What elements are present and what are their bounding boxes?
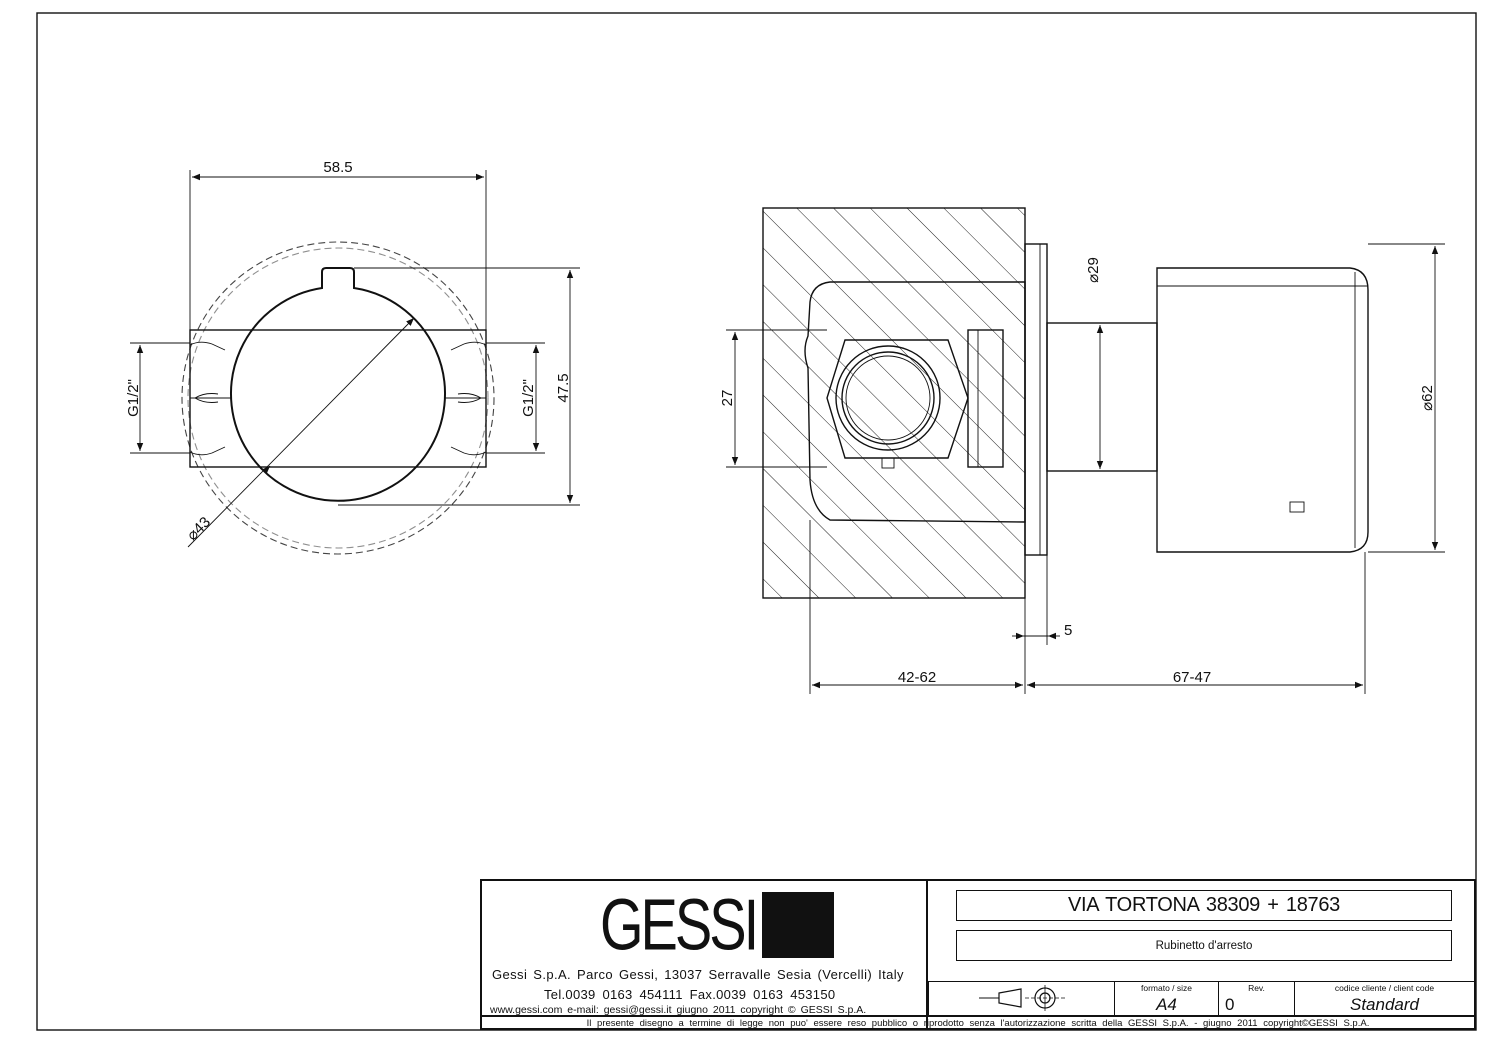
dim-height-right: 47.5 bbox=[555, 373, 572, 402]
format-label: formato / size bbox=[1140, 983, 1193, 993]
format-cell: formato / size A4 bbox=[1114, 982, 1218, 1017]
sheet-frame bbox=[36, 12, 1477, 1031]
front-view bbox=[130, 170, 580, 555]
dim-side-27: 27 bbox=[719, 390, 736, 407]
knob-outline bbox=[230, 267, 446, 502]
company-panel: GESSI Gessi S.p.A. Parco Gessi, 13037 Se… bbox=[482, 881, 928, 1028]
side-knob bbox=[1156, 267, 1369, 553]
dim-knob-diameter: ⌀43 bbox=[184, 514, 214, 544]
client-code-label: codice cliente / client code bbox=[1334, 983, 1435, 993]
dim-side-dia62: ⌀62 bbox=[1419, 385, 1436, 411]
product-description: Rubinetto d'arresto bbox=[956, 930, 1452, 961]
projection-symbol-icon bbox=[979, 985, 1065, 1011]
wall-cavity bbox=[804, 281, 1026, 523]
rev-cell: Rev. 0 bbox=[1218, 982, 1294, 1017]
rev-value: 0 bbox=[1225, 995, 1235, 1014]
format-value: A4 bbox=[1156, 995, 1177, 1014]
title-block: GESSI Gessi S.p.A. Parco Gessi, 13037 Se… bbox=[480, 879, 1476, 1030]
dim-thread-left: G1/2" bbox=[125, 379, 142, 417]
dim-side-42-62: 42-62 bbox=[898, 669, 936, 686]
dim-thread-right: G1/2" bbox=[520, 379, 537, 417]
client-code-cell: codice cliente / client code Standard bbox=[1294, 982, 1474, 1017]
logo-square bbox=[762, 892, 835, 958]
product-title: VIA TORTONA 38309 + 18763 bbox=[956, 890, 1452, 921]
logo-wordmark: GESSI bbox=[600, 883, 759, 966]
outer-plate-dashed-circle bbox=[181, 241, 495, 555]
title-grid: formato / size A4 Rev. 0 codice cliente … bbox=[928, 981, 1474, 1017]
dim-side-5: 5 bbox=[1064, 622, 1072, 639]
company-web: www.gessi.com e-mail: gessi@gessi.it giu… bbox=[490, 1004, 867, 1016]
projection-symbol-cell bbox=[928, 982, 1114, 1017]
gessi-logo: GESSI bbox=[600, 883, 835, 966]
dim-width-top: 58.5 bbox=[323, 159, 352, 176]
dim-side-67-47: 67-47 bbox=[1173, 669, 1211, 686]
company-address: Gessi S.p.A. Parco Gessi, 13037 Serraval… bbox=[492, 967, 904, 982]
dim-side-dia29: ⌀29 bbox=[1085, 257, 1102, 283]
company-contacts: Tel.0039 0163 454111 Fax.0039 0163 45315… bbox=[544, 987, 836, 1002]
rev-label: Rev. bbox=[1248, 983, 1265, 993]
client-code-value: Standard bbox=[1350, 995, 1419, 1014]
side-view bbox=[726, 207, 1445, 694]
copyright-footer: Il presente disegno a termine di legge n… bbox=[480, 1015, 1476, 1030]
